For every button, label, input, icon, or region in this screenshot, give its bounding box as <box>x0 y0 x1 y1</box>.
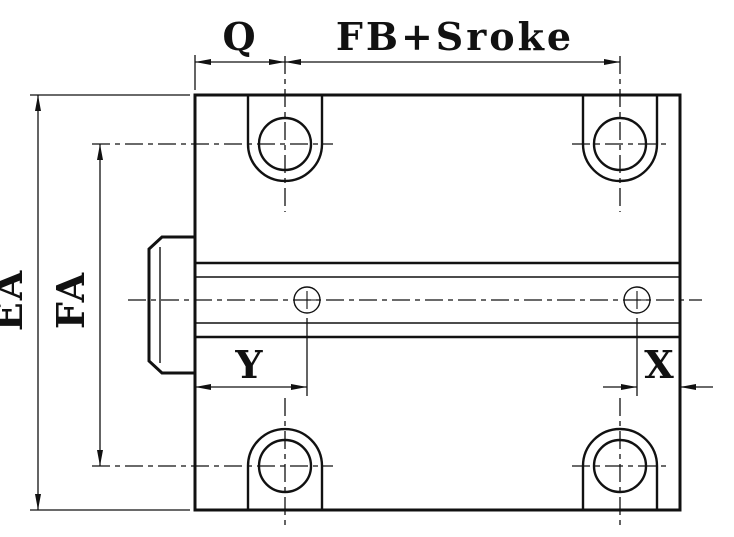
center-hole-left <box>293 286 321 314</box>
mounting-hole-bottom-right <box>581 427 659 510</box>
dimension-y: Y <box>195 318 308 396</box>
dim-label-ea: EA <box>0 269 31 331</box>
arrowhead <box>269 59 285 65</box>
dimension-q-and-fb: Q FB+Sroke <box>194 14 620 90</box>
arrowhead <box>35 95 41 111</box>
centerlines <box>92 56 702 530</box>
arrowhead <box>604 59 620 65</box>
mounting-hole-top-right <box>581 95 659 183</box>
arrowhead <box>195 384 211 390</box>
part-body <box>147 93 682 512</box>
dim-label-x: X <box>644 342 675 387</box>
arrowhead <box>621 384 637 390</box>
mounting-hole-bottom-left <box>246 427 324 510</box>
center-mark <box>628 291 646 309</box>
mounting-hole-top-left <box>246 95 324 183</box>
arrowhead <box>97 450 103 466</box>
dim-label-q: Q <box>222 14 257 59</box>
center-mark <box>298 291 316 309</box>
center-hole-right <box>623 286 651 314</box>
bolt-hole-circle <box>592 438 648 494</box>
counterbore-arc <box>246 427 324 467</box>
arrowhead <box>195 59 211 65</box>
counterbore-arc <box>581 143 659 183</box>
dimension-fa: FA <box>48 144 103 466</box>
bolt-hole-circle <box>592 116 648 172</box>
center-hole-circle <box>623 286 651 314</box>
bolt-hole-circle <box>257 438 313 494</box>
arrowhead <box>35 494 41 510</box>
center-hole-circle <box>293 286 321 314</box>
dimension-ea: EA <box>0 94 190 511</box>
arrowhead <box>291 384 307 390</box>
left-boss-outline <box>147 235 195 375</box>
dimension-x: X <box>603 318 713 396</box>
arrowhead <box>97 144 103 160</box>
dim-label-fa: FA <box>48 271 93 329</box>
dim-label-fb-stroke: FB+Sroke <box>336 14 574 59</box>
counterbore-arc <box>246 143 324 183</box>
arrowhead <box>285 59 301 65</box>
dim-label-y: Y <box>234 342 264 387</box>
arrowhead <box>680 384 696 390</box>
bolt-hole-circle <box>257 116 313 172</box>
counterbore-arc <box>581 427 659 467</box>
